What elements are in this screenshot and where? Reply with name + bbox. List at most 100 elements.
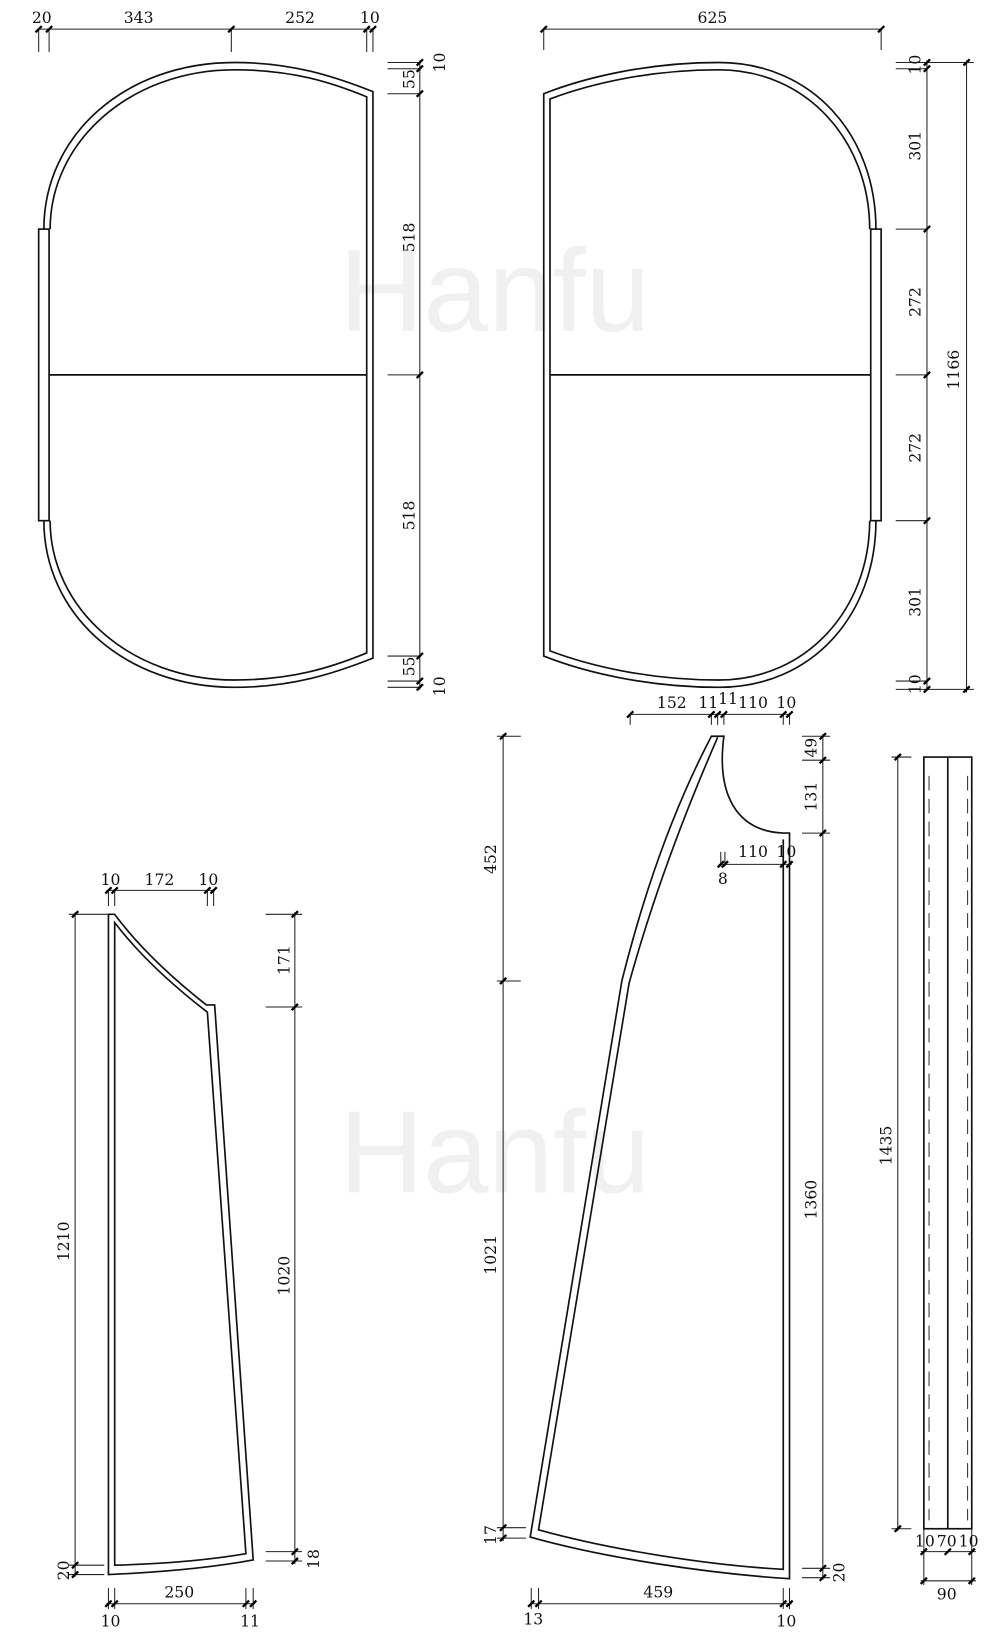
dimension-tick	[919, 1576, 928, 1585]
dimension-tick	[893, 753, 902, 762]
dim-label: 459	[643, 1583, 673, 1601]
dim-label: 518	[401, 223, 419, 253]
dim-label: 152	[657, 694, 687, 712]
dimension-ticks	[34, 25, 976, 1608]
dim-label: 301	[907, 587, 925, 617]
dimension-tick	[923, 677, 931, 685]
front-panel-piece: 152 11 11 110 10 49 131 1360 20 452 1021…	[482, 690, 849, 1631]
dimension-tick	[818, 756, 827, 765]
dim-label: 13	[523, 1611, 543, 1629]
dimension-tick	[785, 710, 794, 719]
dim-label: 20	[32, 9, 52, 27]
dim-label: 518	[401, 501, 419, 531]
dimension-tick	[539, 25, 548, 34]
dim-label: 131	[803, 782, 821, 812]
dimension-tick	[415, 677, 424, 685]
dimension-tick	[209, 886, 218, 895]
dimension-tick	[227, 25, 236, 34]
side-gore-piece: 10 172 10 171 1020 18 1210 20 250 10 11	[55, 871, 323, 1630]
dimension-tick	[241, 1599, 250, 1608]
dim-label: 110	[738, 694, 768, 712]
dimension-tick	[923, 685, 931, 694]
dim-label: 10	[776, 694, 796, 712]
dim-label: 17	[482, 1525, 500, 1545]
dimension-tick	[415, 58, 424, 67]
dim-label: 90	[937, 1586, 957, 1604]
dimension-tick	[626, 710, 635, 719]
dimension-tick	[713, 710, 722, 719]
dim-label: 8	[718, 870, 728, 888]
dim-label: 10	[907, 55, 925, 75]
dim-label: 172	[145, 871, 175, 889]
dimension-tick	[290, 1547, 299, 1556]
dim-label: 55	[401, 69, 419, 89]
dim-label: 1020	[276, 1256, 294, 1296]
dim-label: 10	[101, 1613, 121, 1631]
dim-label: 343	[124, 9, 154, 27]
dimension-tick	[415, 652, 424, 661]
dimension-tick	[110, 886, 119, 895]
dimension-tick	[415, 683, 424, 692]
dimension-tick	[290, 1003, 299, 1011]
dim-label: 11	[698, 694, 718, 712]
dimension-tick	[415, 64, 424, 73]
dimension-tick	[923, 225, 931, 234]
dim-label: 10	[431, 676, 449, 696]
dimension-tick	[34, 25, 43, 34]
dim-label: 55	[401, 657, 419, 677]
dim-label: 252	[285, 9, 315, 27]
dim-label: 110	[738, 843, 768, 861]
dimension-tick	[110, 1599, 119, 1608]
dimension-tick	[785, 1599, 794, 1608]
body-piece: 20 343 252 10 10 55 518 518 55 10	[32, 9, 449, 696]
dimension-tick	[967, 1547, 976, 1556]
collar-piece: 1435 10 70 10 90	[878, 754, 979, 1604]
dimension-tick	[785, 860, 794, 869]
dim-label: 1166	[945, 350, 963, 390]
dim-label: 10	[198, 871, 218, 889]
dimension-tick	[923, 64, 931, 73]
dim-label: 10	[915, 1532, 935, 1550]
dimension-tick	[362, 25, 371, 34]
dimension-tick	[71, 1570, 80, 1579]
watermark: Hanfu	[339, 225, 650, 356]
dim-label: 10	[431, 53, 449, 73]
dim-label: 301	[907, 131, 925, 161]
dimension-tick	[943, 1547, 952, 1556]
dim-label: 1021	[482, 1235, 500, 1275]
dimension-tick	[104, 886, 113, 895]
dimension-tick	[499, 732, 508, 741]
dimension-tick	[203, 886, 212, 895]
dimension-tick	[707, 710, 716, 719]
dimension-tick	[499, 977, 508, 985]
dimension-tick	[962, 685, 971, 694]
dimension-tick	[721, 860, 729, 869]
dimension-tick	[45, 25, 54, 34]
dimension-tick	[923, 516, 931, 525]
dimension-tick	[877, 25, 886, 34]
dim-label: 10	[776, 843, 796, 861]
dim-label: 625	[698, 9, 728, 27]
dimension-tick	[499, 1534, 508, 1543]
dimension-tick	[967, 1576, 976, 1585]
dim-label: 272	[907, 287, 925, 317]
dim-label: 272	[907, 433, 925, 463]
dimension-tick	[919, 1547, 928, 1556]
dimension-tick	[499, 1523, 508, 1532]
dim-label: 11	[718, 690, 738, 708]
dim-label: 171	[276, 945, 294, 975]
dimension-tick	[923, 58, 931, 67]
dimension-tick	[716, 860, 725, 869]
dim-label: 18	[305, 1549, 323, 1569]
dim-label: 10	[907, 674, 925, 694]
dim-label: 10	[360, 9, 380, 27]
dimension-tick	[290, 910, 299, 919]
dimension-tick	[415, 370, 424, 379]
dimension-tick	[962, 58, 971, 67]
dimension-tick	[719, 710, 728, 719]
dimension-tick	[779, 1599, 788, 1608]
dim-label: 1435	[878, 1126, 896, 1166]
dimension-tick	[779, 710, 788, 719]
dimension-tick	[818, 1573, 827, 1582]
